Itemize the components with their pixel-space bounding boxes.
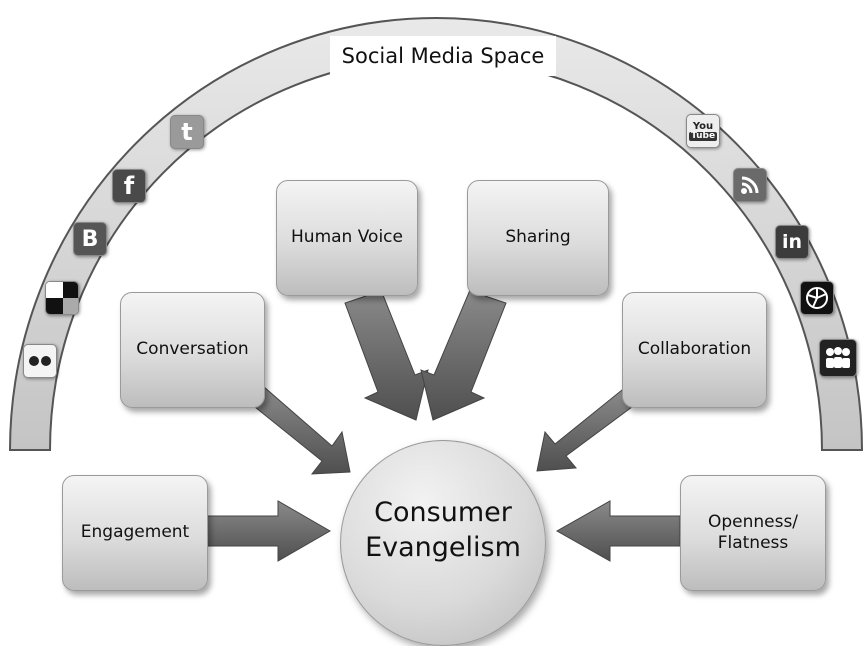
box-engagement: Engagement xyxy=(62,475,208,591)
arrow-openness xyxy=(555,500,681,562)
rss-icon xyxy=(733,168,767,202)
social-media-arc xyxy=(8,17,863,451)
linkedin-icon: in xyxy=(775,225,809,259)
center-consumer-evangelism: Consumer Evangelism xyxy=(340,440,546,646)
arc-and-arrows xyxy=(8,17,863,562)
openness-label-line2: Flatness xyxy=(717,533,789,553)
box-sharing: Sharing xyxy=(467,180,609,296)
center-label-line1: Consumer xyxy=(374,497,512,528)
arrow-conversation xyxy=(249,386,351,475)
box-conversation: Conversation xyxy=(120,292,265,408)
sharing-label: Sharing xyxy=(505,227,571,248)
box-collaboration: Collaboration xyxy=(622,292,767,408)
arc-title: Social Media Space xyxy=(330,36,556,76)
collaboration-label: Collaboration xyxy=(637,339,752,360)
box-openness-flatness: Openness/ Flatness xyxy=(680,475,826,591)
conversation-label: Conversation xyxy=(136,339,249,360)
arrow-human-voice xyxy=(344,289,429,421)
engagement-label: Engagement xyxy=(80,522,190,543)
facebook-icon: f xyxy=(112,169,146,203)
myspace-icon xyxy=(819,339,857,377)
center-label-line2: Evangelism xyxy=(365,531,521,563)
openness-label-line1: Openness/ xyxy=(707,511,799,532)
delicious-icon xyxy=(45,281,79,315)
picasa-icon xyxy=(800,281,834,315)
arrow-collaboration xyxy=(536,389,637,472)
arrow-engagement xyxy=(206,500,332,562)
flickr-icon xyxy=(23,344,57,378)
box-human-voice: Human Voice xyxy=(276,180,418,296)
blogger-icon: B xyxy=(73,222,107,256)
human-voice-label: Human Voice xyxy=(291,227,403,248)
arrow-sharing xyxy=(420,289,507,421)
twitter-icon: t xyxy=(170,115,204,149)
